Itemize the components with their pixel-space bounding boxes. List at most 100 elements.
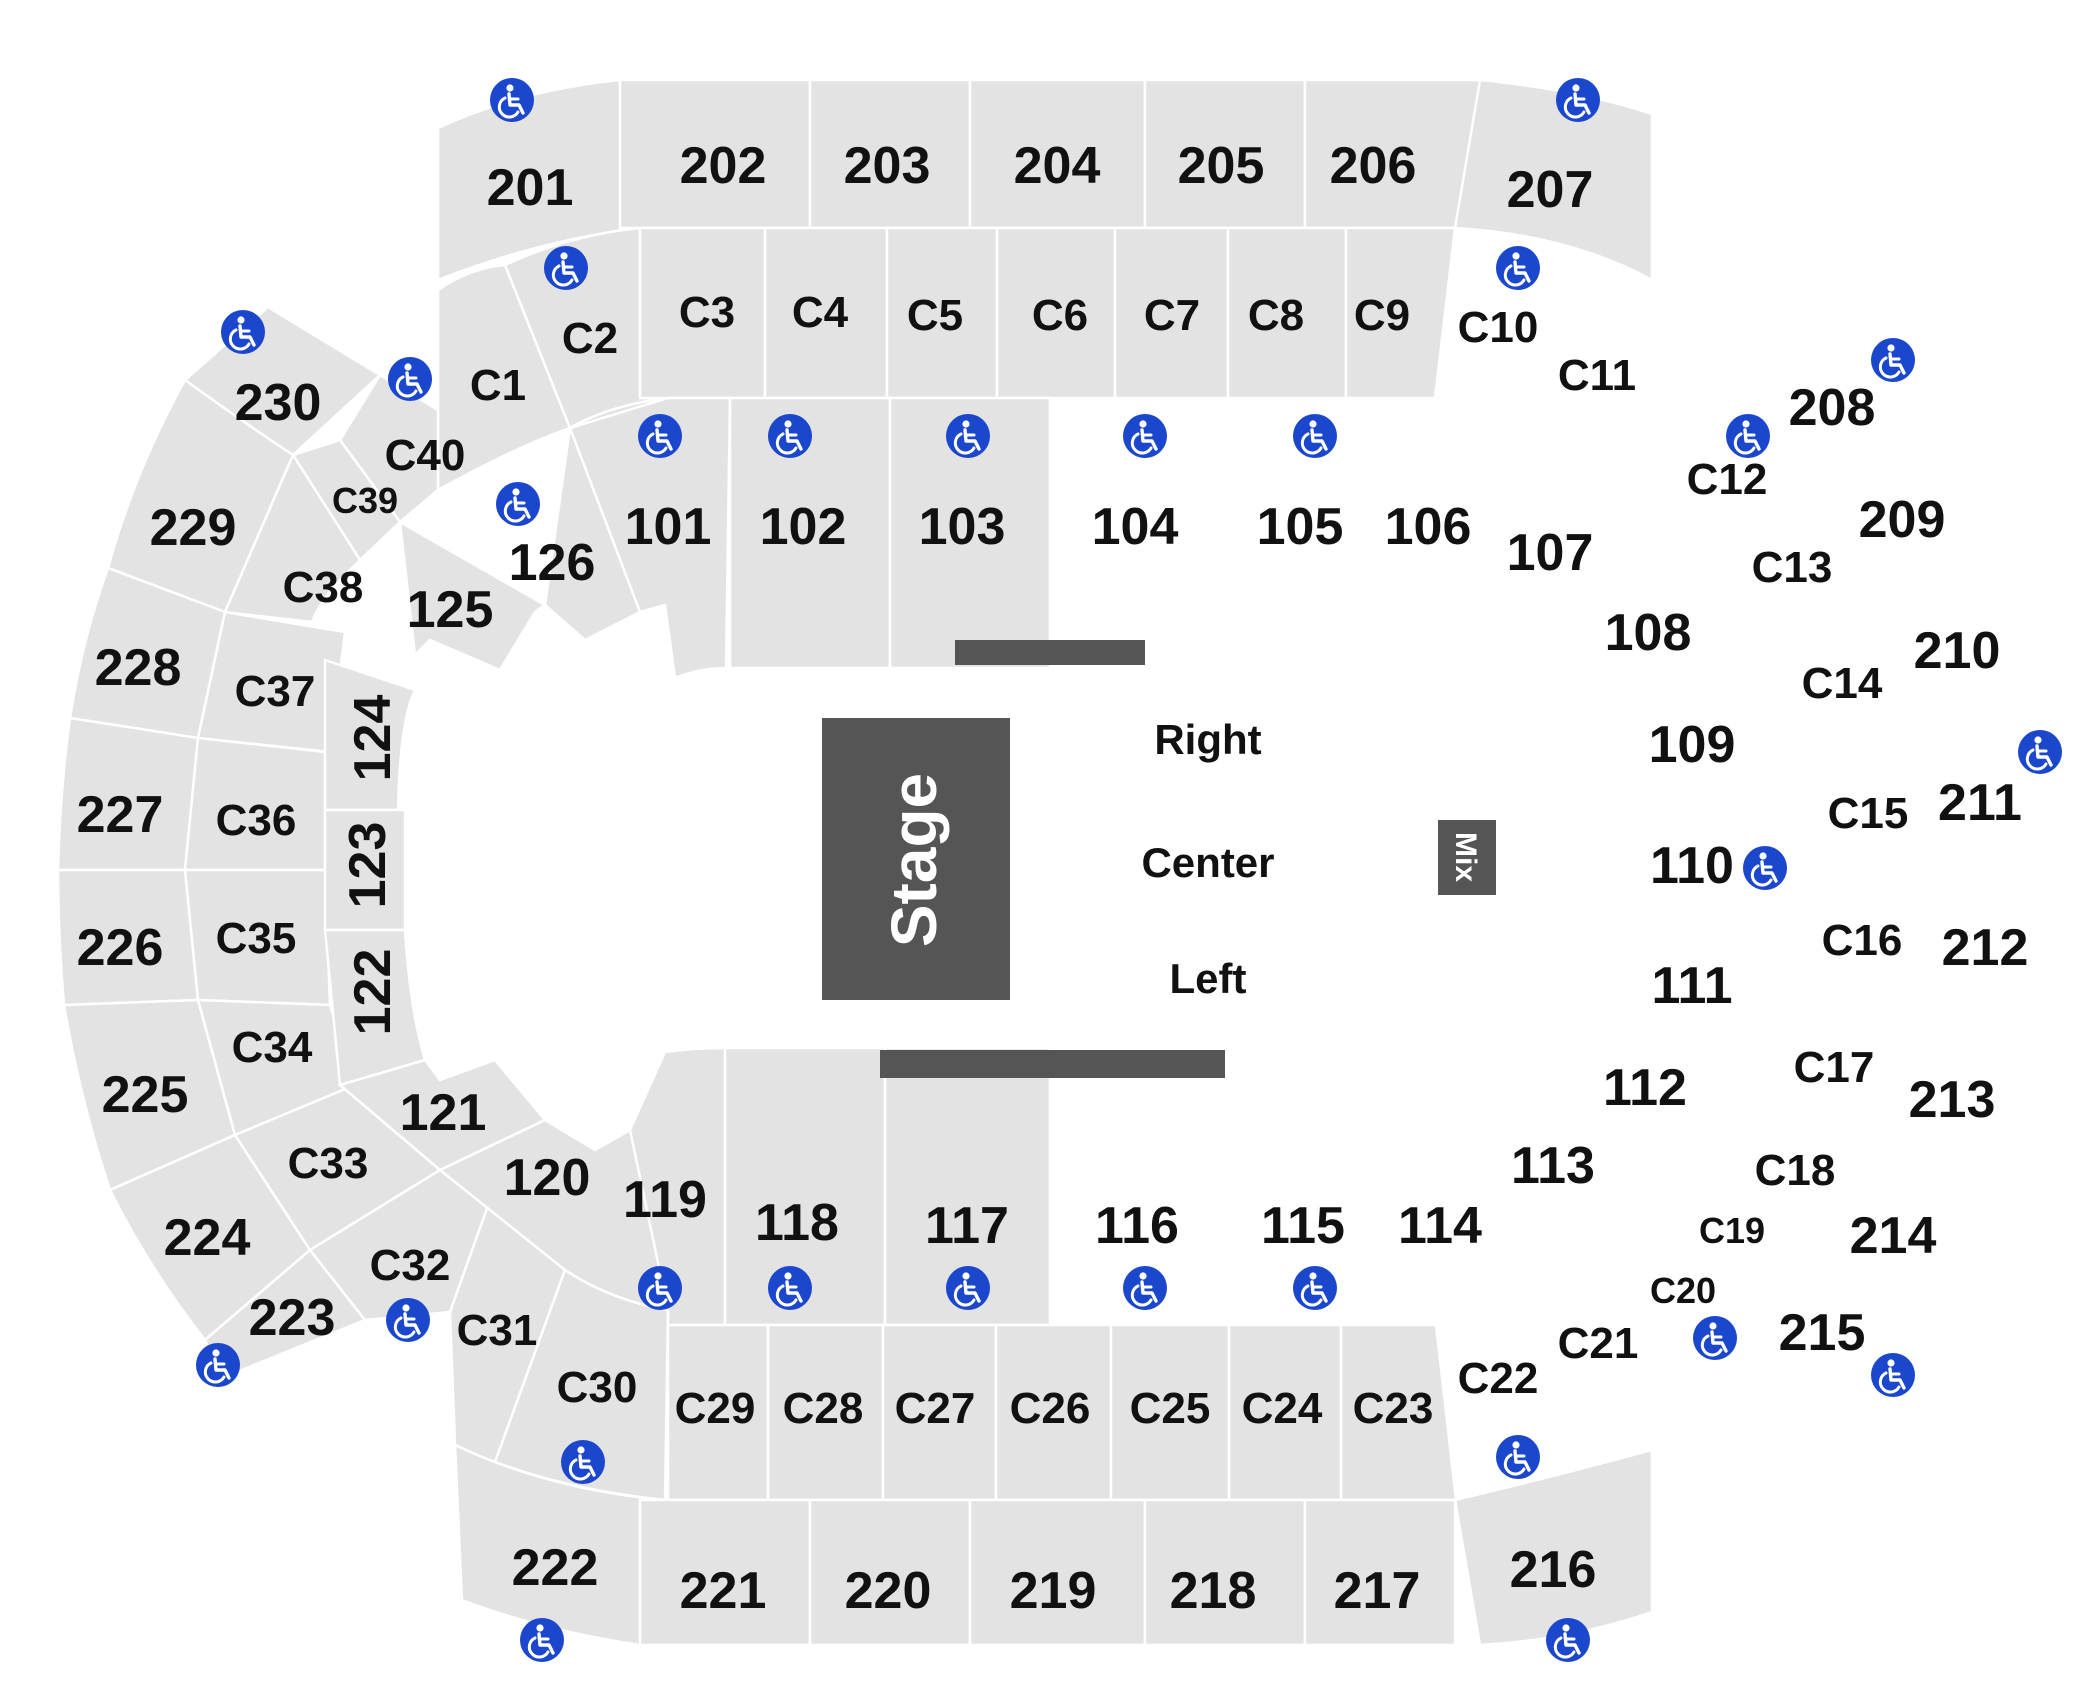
label-108: 108 [1605,604,1692,662]
label-218: 218 [1170,1562,1257,1620]
wheelchair-icon[interactable] [1544,1616,1592,1664]
wheelchair-icon[interactable] [944,412,992,460]
lower-level-top [543,396,1052,680]
wheelchair-icon[interactable] [1291,412,1339,460]
club-level-top [436,226,1457,493]
label-c1: C1 [470,361,526,410]
label-c20: C20 [1650,1270,1716,1311]
wheelchair-icon[interactable] [1494,244,1542,292]
wheelchair-icon[interactable] [944,1264,992,1312]
wheelchair-icon[interactable] [559,1438,607,1486]
section-c4[interactable] [763,226,889,400]
label-115: 115 [1261,1197,1345,1255]
section-207[interactable] [1453,78,1654,283]
wheelchair-icon[interactable] [518,1616,566,1664]
label-c19: C19 [1699,1210,1765,1251]
wheelchair-icon[interactable] [1691,1314,1739,1362]
wheelchair-icon[interactable] [494,480,542,528]
section-205[interactable] [1143,78,1307,230]
section-c24[interactable] [1227,1323,1343,1502]
wheelchair-icon[interactable] [1494,1433,1542,1481]
section-125[interactable] [398,519,548,672]
section-c27[interactable] [881,1323,998,1502]
mix-label: Mix [1449,832,1482,882]
section-217[interactable] [1303,1498,1457,1647]
label-c5: C5 [907,291,963,340]
label-c33: C33 [288,1139,369,1188]
label-c36: C36 [216,796,297,845]
label-205: 205 [1178,137,1265,195]
position-left[interactable]: Left [1170,955,1247,1002]
section-216[interactable] [1453,1448,1654,1647]
label-c7: C7 [1144,291,1200,340]
wheelchair-icon[interactable] [219,308,267,356]
section-c38[interactable] [223,452,362,624]
section-c1[interactable] [436,263,572,493]
wheelchair-icon[interactable] [488,76,536,124]
section-202[interactable] [618,78,812,230]
label-229: 229 [150,499,237,557]
section-c9[interactable] [1344,226,1457,400]
stage-barrier-bottom [880,1050,1225,1078]
wheelchair-icon[interactable] [542,244,590,292]
label-201: 201 [487,159,574,217]
wheelchair-icon[interactable] [1869,336,1917,384]
section-c8[interactable] [1226,226,1348,400]
label-107: 107 [1507,524,1594,582]
stage-label: Stage [878,773,950,947]
wheelchair-icon[interactable] [194,1341,242,1389]
upper-level-bottom [453,1442,1654,1647]
label-119: 119 [623,1171,707,1229]
wheelchair-icon[interactable] [386,355,434,403]
label-c25: C25 [1130,1384,1211,1433]
wheelchair-icon[interactable] [636,412,684,460]
label-109: 109 [1649,716,1736,774]
wheelchair-icon[interactable] [1554,76,1602,124]
wheelchair-icon[interactable] [766,412,814,460]
section-c6[interactable] [995,226,1117,400]
label-111: 111 [1651,957,1732,1015]
section-c3[interactable] [638,226,767,400]
section-c28[interactable] [766,1323,885,1502]
label-224: 224 [164,1209,251,1267]
label-c28: C28 [783,1384,864,1433]
label-c27: C27 [895,1384,976,1433]
label-126: 126 [509,534,596,592]
label-c22: C22 [1458,1354,1539,1403]
stage[interactable]: Stage [822,718,1010,1000]
section-101[interactable] [568,396,732,680]
label-c15: C15 [1828,789,1909,838]
label-215: 215 [1779,1304,1866,1362]
label-121: 121 [400,1084,487,1142]
mix-position[interactable]: Mix [1438,820,1496,895]
wheelchair-icon[interactable] [1291,1264,1339,1312]
wheelchair-icon[interactable] [1869,1351,1917,1399]
label-c24: C24 [1242,1384,1323,1433]
label-124: 124 [344,695,402,782]
wheelchair-icon[interactable] [766,1264,814,1312]
label-217: 217 [1334,1562,1421,1620]
section-c7[interactable] [1113,226,1230,400]
label-116: 116 [1095,1197,1179,1255]
wheelchair-icon[interactable] [636,1264,684,1312]
section-204[interactable] [968,78,1147,230]
section-c40[interactable] [338,373,440,524]
section-206[interactable] [1303,78,1482,230]
section-123[interactable] [323,808,407,932]
wheelchair-icon[interactable] [1121,1264,1169,1312]
wheelchair-icon[interactable] [1741,844,1789,892]
label-113: 113 [1511,1137,1595,1195]
label-122: 122 [344,949,402,1036]
wheelchair-icon[interactable] [2016,728,2064,776]
wheelchair-icon[interactable] [384,1296,432,1344]
wheelchair-icon[interactable] [1724,412,1772,460]
wheelchair-icon[interactable] [1121,412,1169,460]
label-c34: C34 [232,1023,313,1072]
section-c25[interactable] [1109,1323,1231,1502]
label-c26: C26 [1010,1384,1091,1433]
position-center[interactable]: Center [1141,839,1274,886]
label-c3: C3 [679,288,735,337]
position-right[interactable]: Right [1154,716,1261,763]
label-c18: C18 [1755,1146,1836,1195]
